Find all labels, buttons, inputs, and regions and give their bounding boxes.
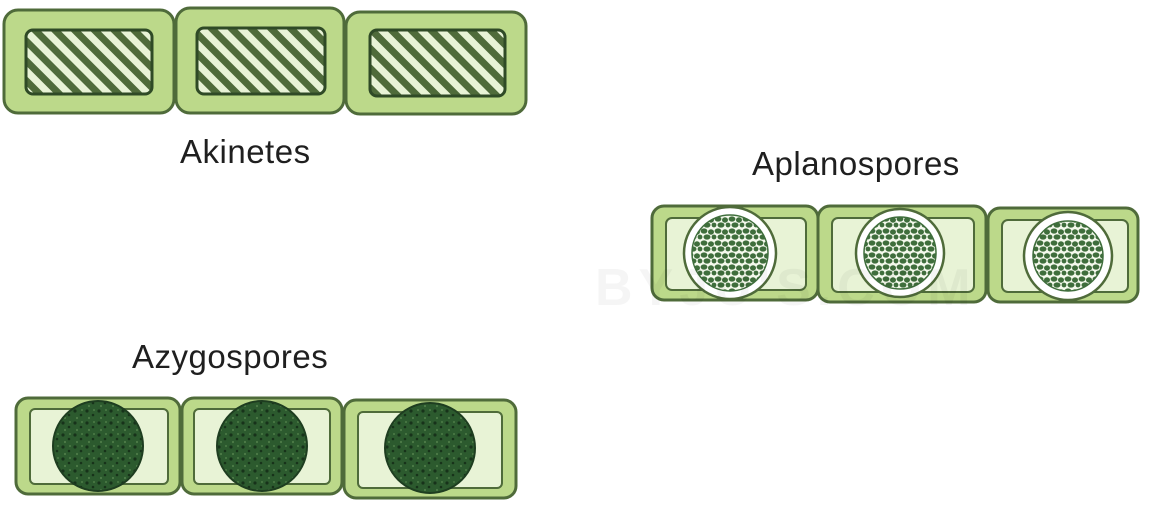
akinetes-filament — [4, 8, 526, 114]
azygospore-cell — [182, 398, 342, 494]
akinetes-label: Akinetes — [180, 133, 311, 171]
akinete-cell — [176, 8, 344, 113]
akinete-cell — [4, 10, 174, 113]
azygospores-label: Azygospores — [132, 338, 328, 376]
watermark: BYJU'S.COM — [595, 258, 977, 318]
aplanospore-cell — [988, 208, 1138, 302]
azygospores-filament — [16, 398, 516, 498]
azygospore-cell — [344, 400, 516, 498]
aplanospores-label: Aplanospores — [752, 145, 960, 183]
azygospore-cell — [16, 398, 180, 494]
akinete-cell — [346, 12, 526, 114]
